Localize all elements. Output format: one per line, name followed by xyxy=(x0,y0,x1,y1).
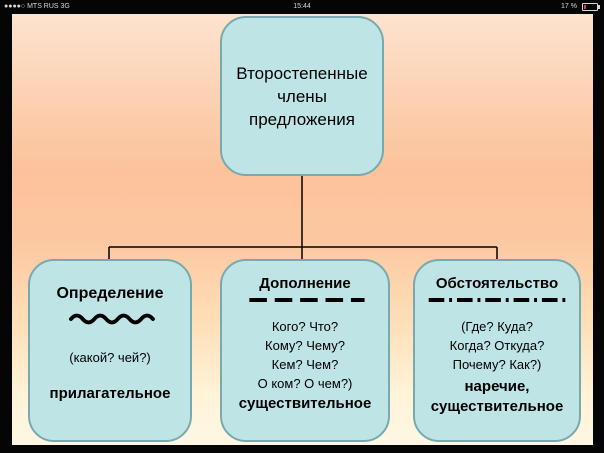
question-line: Кого? Что? xyxy=(271,319,339,334)
node-attribute: Определение (какой? чей?) прилагательное xyxy=(28,259,192,442)
root-node: Второстепенные члены предложения xyxy=(220,16,384,176)
pos-line: существительное xyxy=(430,398,564,415)
pos-line: прилагательное xyxy=(49,385,171,402)
wavy-underline xyxy=(69,313,155,325)
slide: Второстепенные члены предложения Определ… xyxy=(12,14,593,445)
question-line: (Где? Куда? xyxy=(461,319,533,334)
root-line-2: члены xyxy=(277,86,327,106)
node-title: Определение xyxy=(56,285,164,302)
battery-fill xyxy=(584,5,586,9)
node-title: Обстоятельство xyxy=(435,275,559,292)
battery-icon xyxy=(582,3,600,11)
dashed-underline xyxy=(249,298,365,302)
question-line: Кем? Чем? xyxy=(271,357,339,372)
root-line-3: предложения xyxy=(249,109,355,129)
node-questions: (Где? Куда? Когда? Откуда? Почему? Как?) xyxy=(415,317,579,374)
node-object: Дополнение Кого? Что? Кому? Чему? Кем? Ч… xyxy=(220,259,390,442)
question-line: О ком? О чем?) xyxy=(257,376,353,391)
dash-dot-underline xyxy=(428,298,568,302)
node-adverbial: Обстоятельство (Где? Куда? Когда? Откуда… xyxy=(413,259,581,442)
node-part-of-speech: прилагательное xyxy=(30,385,190,403)
node-questions: Кого? Что? Кому? Чему? Кем? Чем? О ком? … xyxy=(222,317,388,393)
connector-lines xyxy=(108,176,498,259)
node-questions: (какой? чей?) xyxy=(30,348,190,367)
node-part-of-speech: наречие, существительное xyxy=(415,377,579,417)
bottom-bezel xyxy=(0,445,604,453)
battery-percent: 17 % xyxy=(561,3,577,10)
clock: 15:44 xyxy=(293,3,311,10)
battery-indicator: 17 % xyxy=(561,0,600,14)
carrier-label: ●●●●○ MTS RUS 3G xyxy=(4,3,70,10)
question-line: Почему? Как?) xyxy=(452,357,542,372)
question-line: (какой? чей?) xyxy=(69,350,151,365)
pos-line: существительное xyxy=(238,395,372,412)
root-line-1: Второстепенные xyxy=(236,63,368,83)
node-part-of-speech: существительное xyxy=(222,395,388,413)
node-title: Дополнение xyxy=(259,275,351,292)
pos-line: наречие, xyxy=(464,378,530,395)
question-line: Когда? Откуда? xyxy=(449,338,545,353)
status-bar: ●●●●○ MTS RUS 3G 15:44 17 % xyxy=(0,0,604,14)
question-line: Кому? Чему? xyxy=(265,338,345,353)
